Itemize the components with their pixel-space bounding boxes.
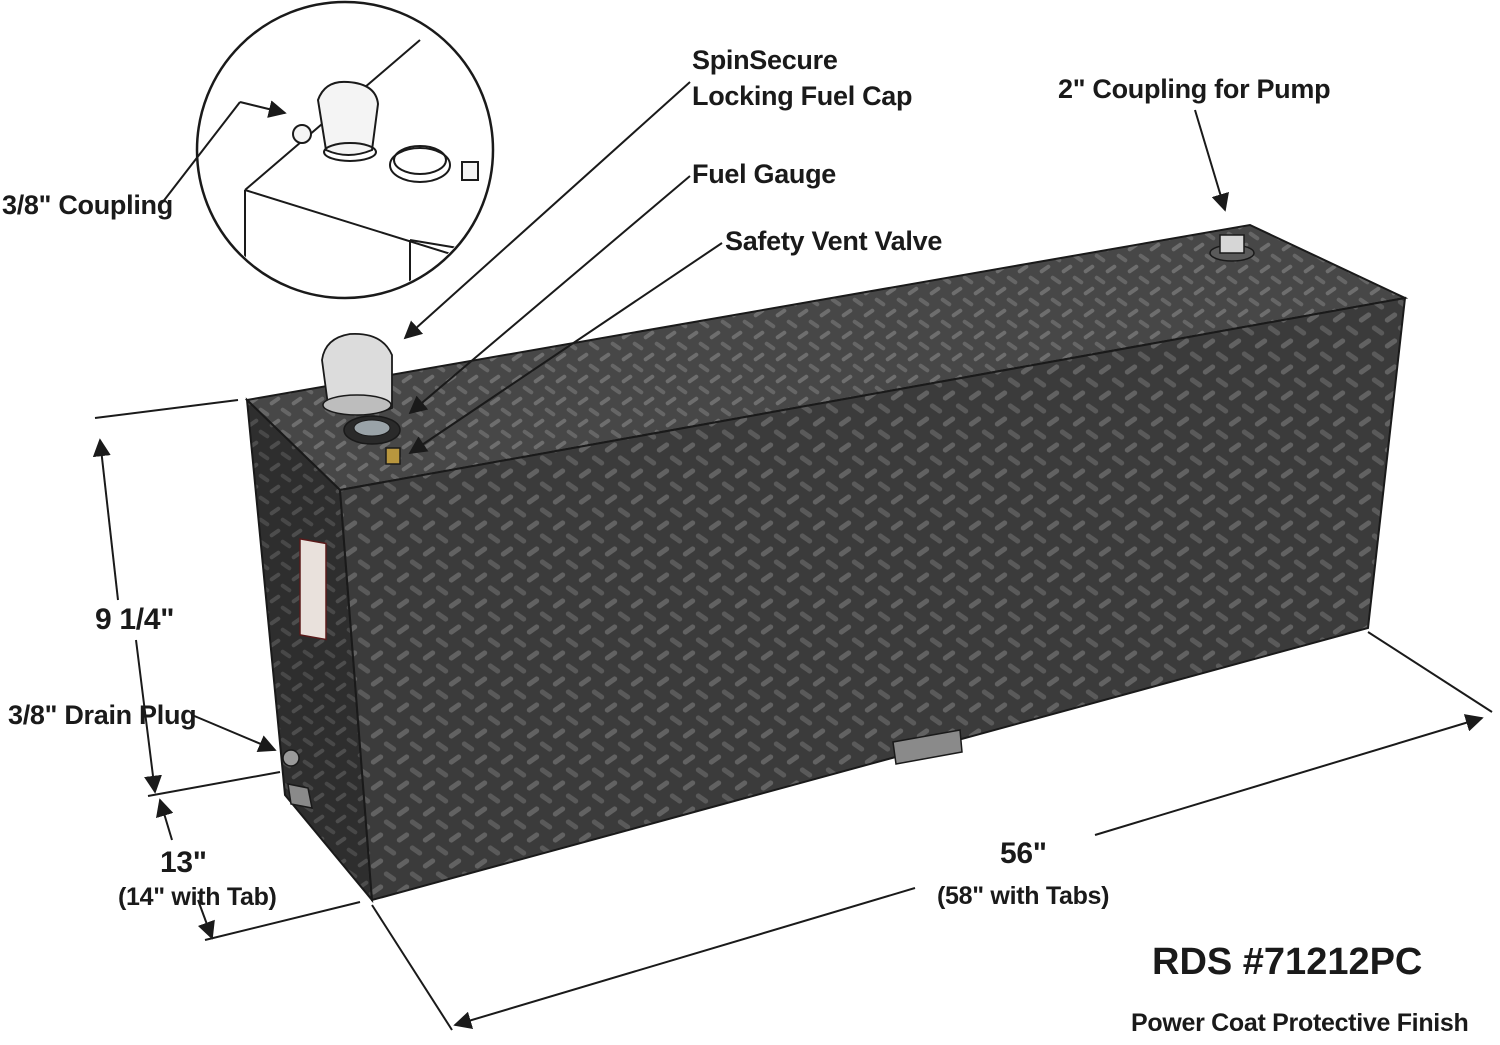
mounting-tab-front <box>892 729 963 765</box>
height-dimension: 9 1/4" <box>95 603 175 636</box>
depth-note: (14" with Tab) <box>118 883 277 911</box>
leader-lines <box>161 81 1229 752</box>
length-dimension: 56" <box>1000 837 1047 870</box>
tank-front-face <box>338 296 1407 902</box>
vent-valve <box>385 447 401 465</box>
warning-decal <box>299 538 327 641</box>
tank-fittings <box>321 234 1255 465</box>
mounting-tab-side <box>287 783 313 809</box>
model-number: RDS #71212PC <box>1152 941 1423 983</box>
pump-coupling-label: 2" Coupling for Pump <box>1058 74 1331 104</box>
dimension-lines <box>92 399 1493 1031</box>
spinsecure-label-line1: SpinSecure <box>692 45 838 75</box>
finish-description: Power Coat Protective Finish <box>1131 1009 1469 1037</box>
length-note: (58" with Tabs) <box>937 882 1110 910</box>
coupling-38-label: 3/8" Coupling <box>2 190 173 220</box>
detail-inset <box>195 0 495 300</box>
safety-vent-label: Safety Vent Valve <box>725 226 943 256</box>
fuel-tank <box>244 223 1409 904</box>
drain-plug <box>282 749 300 767</box>
depth-dimension: 13" <box>160 846 207 879</box>
drain-plug-label: 3/8" Drain Plug <box>8 700 197 730</box>
spinsecure-label-line2: Locking Fuel Cap <box>692 81 913 111</box>
fuel-gauge-label: Fuel Gauge <box>692 159 837 189</box>
